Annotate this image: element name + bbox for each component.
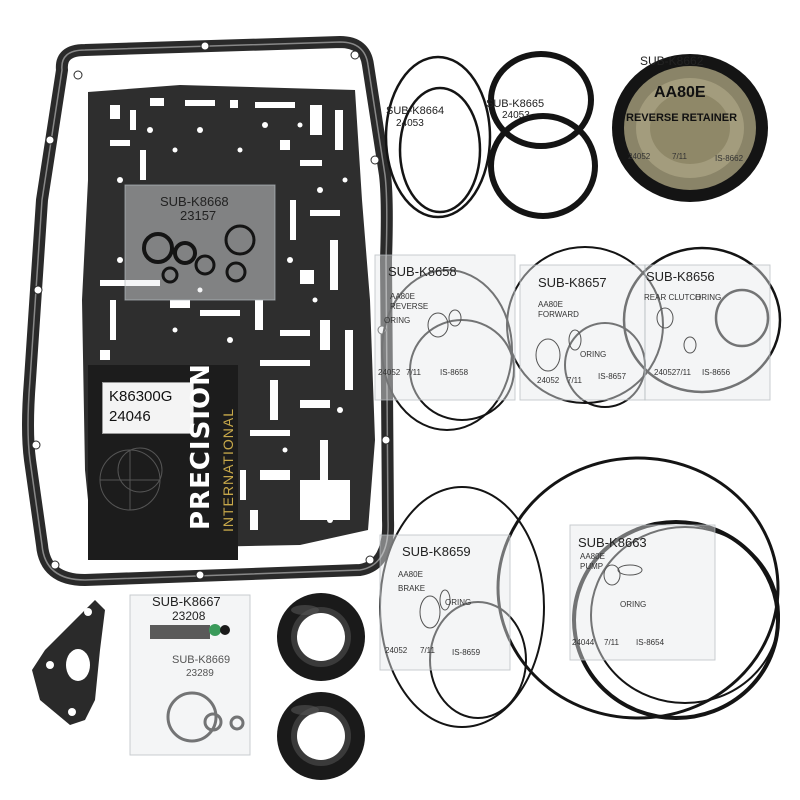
k8663-code: 24044 <box>572 638 595 647</box>
k8663-part: SUB-K8663 <box>578 535 647 550</box>
bag-part-sketches <box>419 307 697 629</box>
k8657-is: IS-8657 <box>598 372 627 381</box>
package-number: 24046 <box>109 408 151 425</box>
k8659-code: 24052 <box>385 646 408 655</box>
k8659-desc: BRAKE <box>398 584 426 593</box>
k8659-oring: ORING <box>445 598 472 607</box>
k8656-part: SUB-K8656 <box>646 269 715 284</box>
k8656-oring: ORING <box>695 293 722 302</box>
package-label-card: K86300G 24046 <box>102 382 194 434</box>
package-part-number: K86300G <box>109 388 173 405</box>
k8659-is: IS-8659 <box>452 648 481 657</box>
k8656-is: IS-8656 <box>702 368 731 377</box>
k8662-code: 24052 <box>628 152 651 161</box>
k8657-oring: ORING <box>580 350 607 359</box>
k8656-desc: REAR CLUTCH <box>644 293 701 302</box>
k8662-desc: REVERSE RETAINER <box>626 112 738 124</box>
k8658-desc: REVERSE <box>390 302 429 311</box>
k8656-date: 7/11 <box>676 368 691 377</box>
k8664-part: SUB-K8664 <box>386 105 445 117</box>
k8663-model: AA80E <box>580 552 605 561</box>
k8662-date: 7/11 <box>672 152 687 161</box>
bag-layer <box>124 184 771 756</box>
oil-seal-lower <box>277 692 365 780</box>
k8662-is: IS-8662 <box>715 154 744 163</box>
k8657-code: 24052 <box>537 376 560 385</box>
brand-sub: INTERNATIONAL <box>220 408 236 532</box>
k8668-part: SUB-K8668 <box>160 194 229 209</box>
k8659-date: 7/11 <box>420 646 435 655</box>
k8659-model: AA80E <box>398 570 423 579</box>
k8663-desc: PUMP <box>580 562 604 571</box>
k8658-code: 24052 <box>378 368 401 377</box>
k8667-parts <box>150 624 230 639</box>
k8658-is: IS-8658 <box>440 368 469 377</box>
k8658-part: SUB-K8658 <box>388 264 457 279</box>
oil-seal-upper <box>277 593 365 681</box>
rings-middle <box>381 246 782 431</box>
k8657-date: 7/11 <box>567 376 582 385</box>
k8656-code: 24052 <box>654 368 677 377</box>
small-orings <box>166 691 245 743</box>
k8658-date: 7/11 <box>406 368 421 377</box>
k8662-part: SUB-K8662 <box>640 54 704 68</box>
k8657-part: SUB-K8657 <box>538 275 607 290</box>
k8663-oring: ORING <box>620 600 647 609</box>
pan-gasket <box>22 35 395 587</box>
k8658-oring: ORING <box>384 316 411 325</box>
k8657-model: AA80E <box>538 300 563 309</box>
k8665-part: SUB-K8665 <box>486 98 545 110</box>
k8668-seals <box>142 224 256 284</box>
k8663-date: 7/11 <box>604 638 619 647</box>
k8667-number: 23208 <box>172 609 206 623</box>
k8664-number: 24053 <box>396 118 424 129</box>
rings-large-bottom <box>379 456 780 728</box>
sealing-rings-top <box>384 51 598 219</box>
k8658-model: AA80E <box>390 292 415 301</box>
k8669-part: SUB-K8669 <box>172 654 231 666</box>
k8662-model: AA80E <box>654 84 706 101</box>
bracket-gasket <box>32 600 105 725</box>
bolt-holes <box>31 41 391 580</box>
k8657-desc: FORWARD <box>538 310 579 319</box>
k8668-number: 23157 <box>180 208 217 223</box>
k8667-part: SUB-K8667 <box>152 594 221 609</box>
k8663-is: IS-8654 <box>636 638 665 647</box>
k8669-number: 23289 <box>186 668 214 679</box>
k8665-number: 24053 <box>502 110 530 121</box>
reverse-retainer <box>612 54 768 202</box>
k8659-part: SUB-K8659 <box>402 544 471 559</box>
